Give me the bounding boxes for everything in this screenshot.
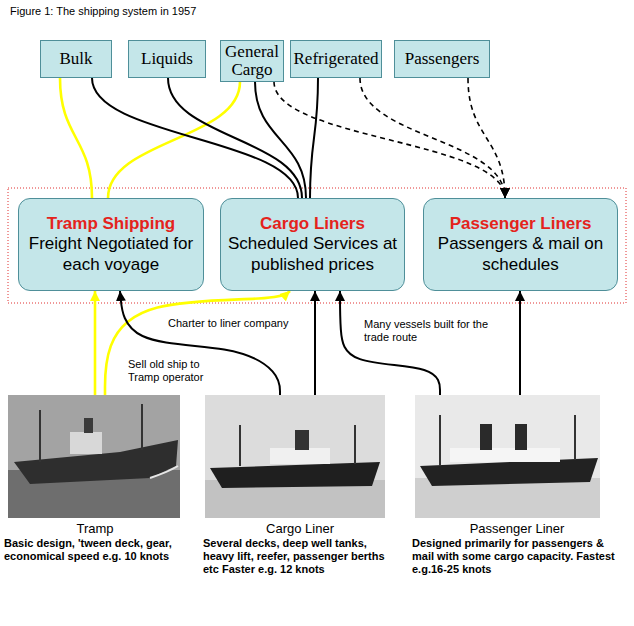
- service-description: Scheduled Services at published prices: [227, 234, 398, 275]
- service-box: Passenger LinersPassengers & mail on sch…: [423, 198, 618, 291]
- service-name: Passenger Liners: [450, 214, 592, 234]
- cargo-type-name: Liquids: [141, 50, 193, 68]
- dotted-frame: [8, 188, 626, 303]
- connector: [92, 78, 298, 198]
- figure-title: Figure 1: The shipping system in 1957: [10, 5, 196, 17]
- cargo-type-box: Bulk: [40, 40, 112, 78]
- connector: [120, 291, 280, 395]
- ship-photo-card: Passenger LinerDesigned primarily for pa…: [412, 395, 622, 576]
- service-name: Tramp Shipping: [47, 214, 175, 234]
- connector: [60, 78, 92, 198]
- service-name: Cargo Liners: [260, 214, 365, 234]
- cargo-type-box: Refrigerated: [290, 40, 382, 78]
- cargo-liner-photo: [205, 395, 385, 518]
- passenger-liner-photo: [415, 395, 600, 518]
- connector: [168, 78, 302, 198]
- connector: [105, 291, 290, 395]
- ship-description: Basic design, 'tween deck, gear, economi…: [4, 537, 186, 563]
- cargo-type-name: Bulk: [59, 50, 92, 68]
- service-description: Passengers & mail on schedules: [430, 234, 611, 275]
- connector: [519, 291, 521, 395]
- tramp-photo: [8, 395, 180, 518]
- connector: [94, 291, 97, 395]
- connector: [360, 78, 505, 198]
- ship-type-name: Cargo Liner: [203, 521, 397, 537]
- ship-photo-card: Cargo LinerSeveral decks, deep well tank…: [203, 395, 397, 576]
- ship-photo-card: TrampBasic design, 'tween deck, gear, ec…: [4, 395, 186, 563]
- connector: [314, 291, 316, 395]
- cargo-type-box: General Cargo: [220, 40, 284, 82]
- service-box: Tramp ShippingFreight Negotiated for eac…: [18, 198, 204, 291]
- connector-label: Sell old ship to Tramp operator: [126, 358, 218, 384]
- ship-description: Designed primarily for passengers & mail…: [412, 537, 622, 576]
- ship-type-name: Tramp: [4, 521, 186, 537]
- ship-description: Several decks, deep well tanks, heavy li…: [203, 537, 397, 576]
- connector: [468, 78, 505, 198]
- connector: [310, 78, 318, 198]
- cargo-type-name: Refrigerated: [294, 50, 379, 68]
- connector-label: Charter to liner company: [166, 317, 290, 330]
- cargo-type-box: Liquids: [128, 40, 206, 78]
- cargo-type-box: Passengers: [394, 40, 490, 78]
- connector: [255, 82, 306, 198]
- connector-label: Many vessels built for the trade route: [362, 318, 492, 344]
- service-description: Freight Negotiated for each voyage: [25, 234, 197, 275]
- ship-type-name: Passenger Liner: [412, 521, 622, 537]
- cargo-type-name: General Cargo: [225, 43, 279, 79]
- service-box: Cargo LinersScheduled Services at publis…: [220, 198, 405, 291]
- cargo-type-name: Passengers: [405, 50, 480, 68]
